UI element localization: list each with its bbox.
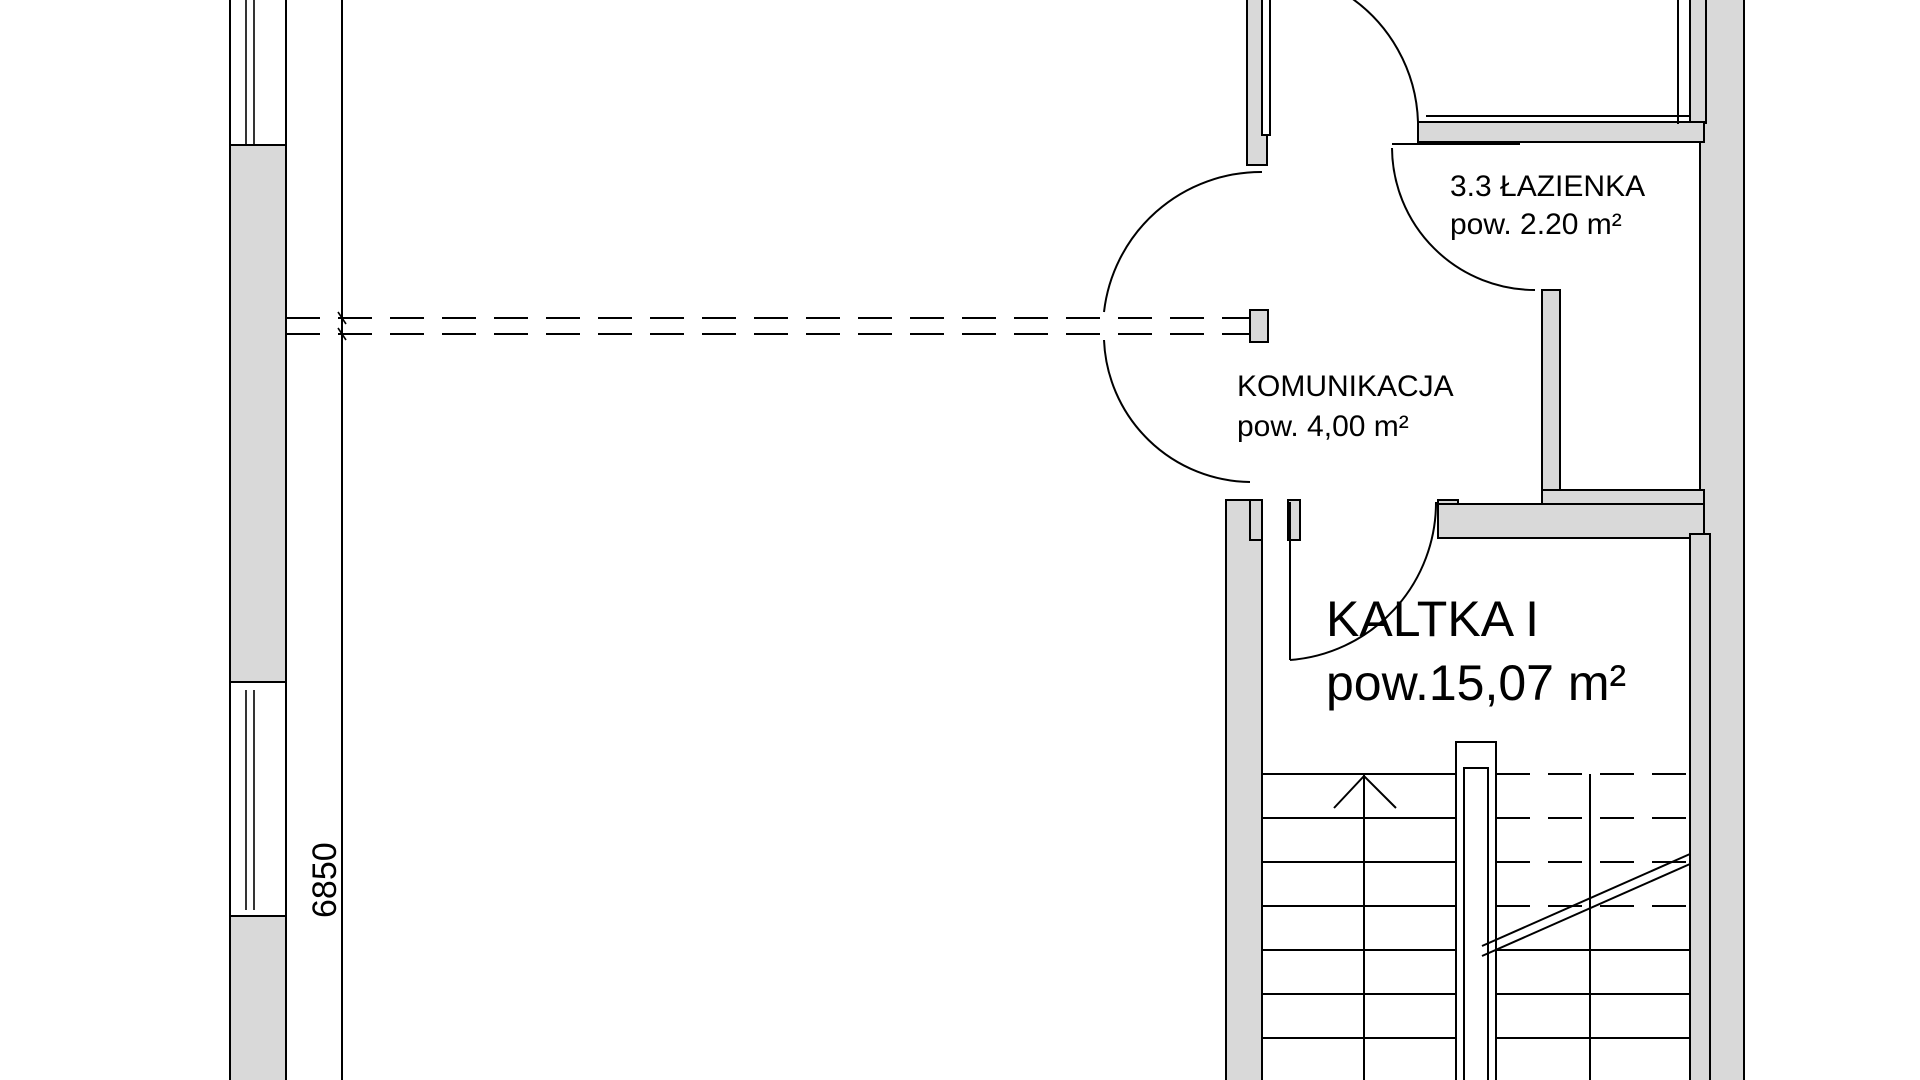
bathroom-walls [1417,0,1705,505]
partition-upper [1246,0,1271,343]
staircase [1262,741,1691,1080]
room-name: KALTKA I [1326,591,1539,647]
window-upper-left [229,0,287,146]
room-area: pow. 4,00 m² [1237,410,1409,443]
room-label-komunikacja: KOMUNIKACJA pow. 4,00 m² [1237,370,1454,443]
room-label-lazienka: 3.3 ŁAZIENKA pow. 2.20 m² [1450,170,1645,241]
room-area: pow. 2.20 m² [1450,208,1622,241]
room-area: pow.15,07 m² [1326,655,1626,711]
room-label-kaltka: KALTKA I pow.15,07 m² [1326,591,1626,711]
room-name: KOMUNIKACJA [1237,370,1454,403]
stair-walls [1225,499,1711,1080]
door-swings [1103,0,1536,661]
dimension-label: 6850 [306,842,344,918]
room-name: 3.3 ŁAZIENKA [1450,170,1645,203]
left-exterior-wall [229,0,287,1080]
stair-direction-arrow-icon [1333,774,1397,809]
window-lower-left [229,681,287,917]
overhead-beam-dashed [286,311,1262,341]
